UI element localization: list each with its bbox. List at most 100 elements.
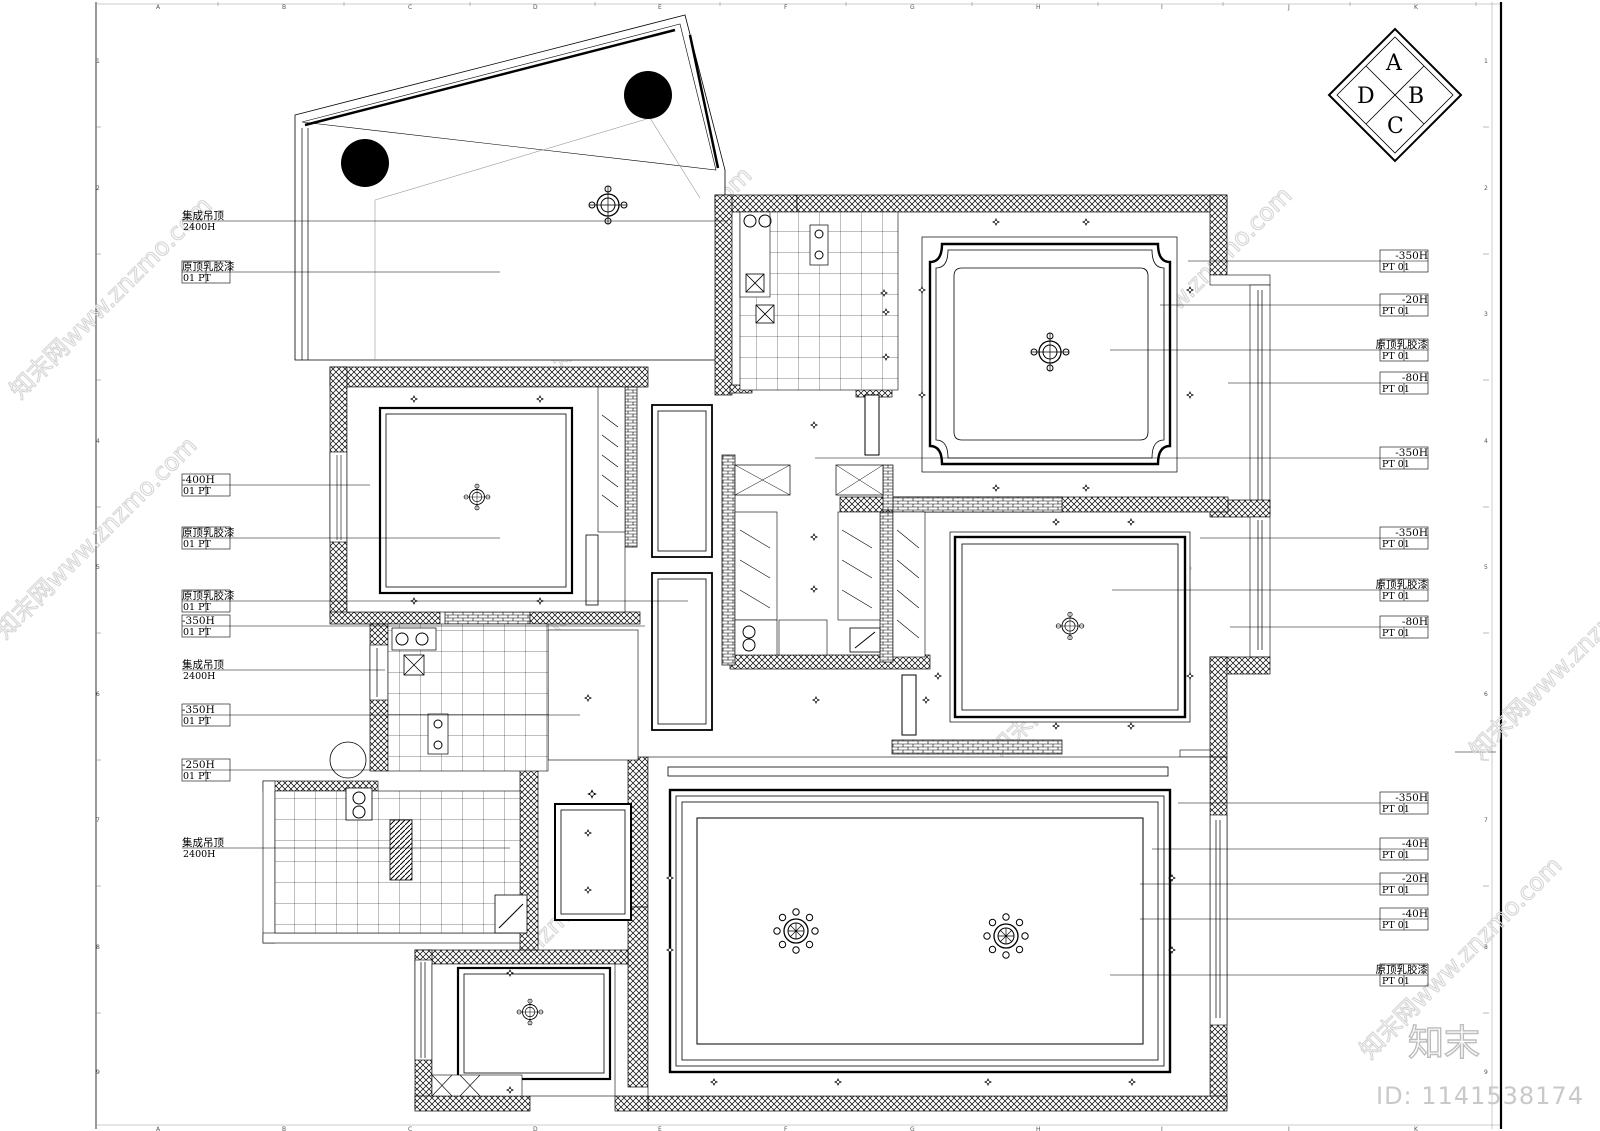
callout-value: -20H xyxy=(1402,873,1428,885)
callout-code: 01 PT xyxy=(183,627,212,638)
callout-value: -20H xyxy=(1402,294,1428,306)
column-marker xyxy=(341,139,389,187)
grid-col-label: A xyxy=(156,4,161,11)
callout-value: -80H xyxy=(1402,616,1428,628)
callout-value: 原顶乳胶漆 xyxy=(1376,338,1429,351)
grid-col-label: D xyxy=(533,4,538,11)
callout-value: 原顶乳胶漆 xyxy=(182,589,235,602)
compass-d: D xyxy=(1357,84,1375,109)
grid-col-label: I xyxy=(1161,4,1163,11)
spot-light-icon xyxy=(934,672,942,680)
grid-row-label: 8 xyxy=(1484,944,1488,951)
grid-row-label: 3 xyxy=(1484,311,1488,318)
callout-code: 01 PT xyxy=(183,771,212,782)
compass-b: B xyxy=(1408,84,1424,109)
grid-row-label: 1 xyxy=(1484,58,1488,65)
callout-code: 01 PT xyxy=(183,486,212,497)
callout-code: PT 01 xyxy=(1382,920,1410,931)
grid-col-label: E xyxy=(658,4,662,11)
balcony xyxy=(294,14,726,361)
callout-value: 原顶乳胶漆 xyxy=(1376,578,1429,591)
brand-watermark: 知末 ID: 1141538174 xyxy=(1376,1022,1584,1110)
compass-a: A xyxy=(1385,51,1403,76)
spot-light-icon xyxy=(992,218,1000,226)
callout-code: PT 01 xyxy=(1382,459,1410,470)
callout-code: PT 01 xyxy=(1382,539,1410,550)
grid-col-label: C xyxy=(408,4,412,11)
walls xyxy=(262,194,1271,1112)
grid-col-label: F xyxy=(784,1126,788,1131)
callout-value: -40H xyxy=(1402,908,1428,920)
master-bedroom xyxy=(921,236,1178,473)
callout-value: 原顶乳胶漆 xyxy=(182,260,235,273)
floor-plan xyxy=(262,14,1271,1112)
callout-value: -250H xyxy=(182,759,215,771)
callout-code: 01 PT xyxy=(183,539,212,550)
callout-code: 01 PT xyxy=(183,273,212,284)
grid-col-label: G xyxy=(910,4,915,11)
spot-light-icon xyxy=(922,696,930,704)
grid-col-label: E xyxy=(658,1126,662,1131)
spot-light-icon xyxy=(812,696,820,704)
wardrobe-panels xyxy=(651,394,926,736)
grid-row-label: 8 xyxy=(96,944,100,951)
drawing-frame xyxy=(95,2,1503,1129)
grid-col-label: A xyxy=(156,1126,161,1131)
callout-code: PT 01 xyxy=(1382,262,1410,273)
grid-col-label: B xyxy=(282,1126,286,1131)
grid-row-label: 3 xyxy=(96,311,100,318)
spot-light-icon xyxy=(1127,518,1135,526)
grid-row-label: 2 xyxy=(96,185,100,192)
spot-light-icon xyxy=(1052,518,1060,526)
grid-col-label: I xyxy=(1161,1126,1163,1131)
grid-row-label: 9 xyxy=(96,1069,100,1076)
image-id: ID: 1141538174 xyxy=(1376,1082,1584,1110)
chandelier-icon xyxy=(773,908,819,954)
grid-col-label: K xyxy=(1414,1126,1419,1131)
spot-light-icon xyxy=(1127,722,1135,730)
bedroom-left xyxy=(346,386,626,613)
callout-code: PT 01 xyxy=(1382,351,1410,362)
spot-light-icon xyxy=(1082,484,1090,492)
callout-code: 01 PT xyxy=(183,602,212,613)
compass-c: C xyxy=(1387,114,1404,139)
callout-code: PT 01 xyxy=(1382,591,1410,602)
grid-col-label: C xyxy=(408,1126,412,1131)
grid-col-label: G xyxy=(910,1126,915,1131)
spot-light-icon xyxy=(587,789,597,799)
spot-light-icon xyxy=(1186,391,1194,399)
callout-code: 2400H xyxy=(183,671,215,682)
brand-logo: 知末 xyxy=(1408,1023,1480,1064)
callout-value: 集成吊顶 xyxy=(182,836,224,849)
callout-value: 原顶乳胶漆 xyxy=(1376,963,1429,976)
grid-col-label: F xyxy=(784,4,788,11)
callout-code: PT 01 xyxy=(1382,628,1410,639)
spot-light-icon xyxy=(810,421,818,429)
grid-row-label: 5 xyxy=(1484,564,1488,571)
callout-code: PT 01 xyxy=(1382,306,1410,317)
callout-code: 01 PT xyxy=(183,716,212,727)
grid-col-label: D xyxy=(533,1126,538,1131)
grid-col-label: J xyxy=(1287,1126,1290,1131)
callout-value: -80H xyxy=(1402,372,1428,384)
callout-code: PT 01 xyxy=(1382,885,1410,896)
callout-value: -350H xyxy=(182,615,215,627)
